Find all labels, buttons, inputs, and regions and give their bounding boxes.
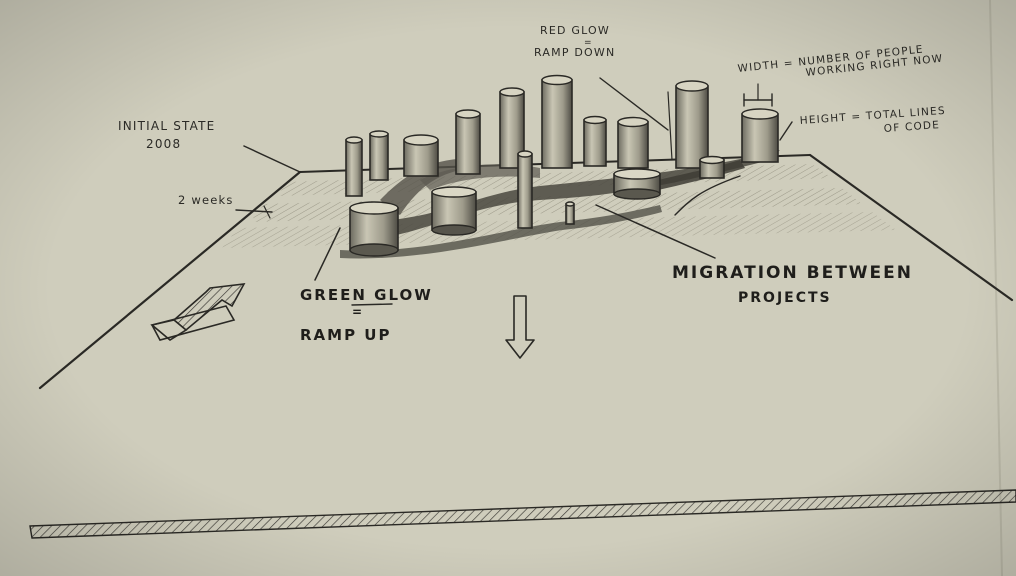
project-cylinder	[346, 137, 362, 196]
project-cylinder	[566, 202, 574, 224]
migration-title: MIGRATION BETWEEN	[672, 263, 913, 283]
green-glow-equals: =	[352, 305, 364, 319]
project-cylinder	[404, 135, 438, 176]
label-two-weeks: 2 weeks	[178, 193, 234, 207]
project-cylinder	[618, 118, 648, 169]
green-glow-title: GREEN GLOW	[300, 286, 433, 304]
project-cylinder	[700, 157, 724, 179]
initial-state-year: 2008	[146, 137, 181, 151]
project-cylinder	[370, 131, 388, 180]
project-cylinder	[518, 151, 532, 228]
project-cylinder	[350, 202, 398, 256]
project-cylinder	[676, 81, 708, 168]
red-glow-subtitle: RAMP DOWN	[534, 46, 615, 59]
project-cylinder	[742, 109, 778, 162]
green-glow-subtitle: RAMP UP	[300, 326, 391, 344]
project-cylinder	[542, 76, 572, 169]
red-glow-title: RED GLOW	[540, 24, 610, 37]
project-cylinder	[614, 169, 660, 199]
project-cylinder	[584, 117, 606, 167]
migration-subtitle: PROJECTS	[738, 290, 832, 306]
initial-state-title: INITIAL STATE	[118, 119, 215, 133]
project-cylinder	[432, 187, 476, 235]
project-cylinder	[456, 110, 480, 174]
